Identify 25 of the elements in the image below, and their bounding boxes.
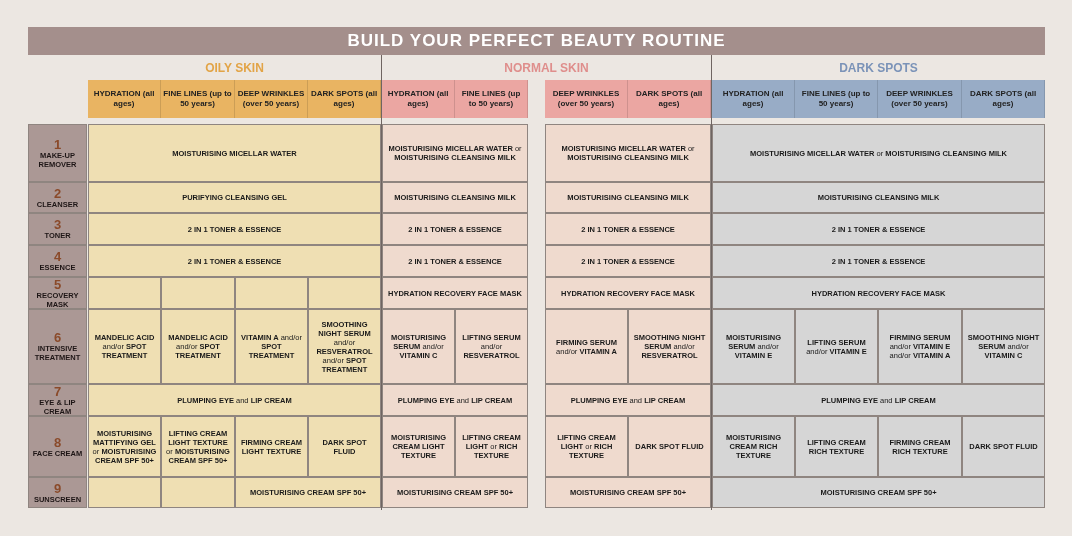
column-header: DARK SPOTS (all ages) — [308, 80, 381, 118]
step-number: 5 — [53, 277, 62, 291]
column-header: DEEP WRINKLES (over 50 years) — [545, 80, 628, 118]
column-header: DEEP WRINKLES (over 50 years) — [878, 80, 962, 118]
group-heading: NORMAL SKIN — [503, 59, 590, 77]
step-number: 3 — [53, 218, 62, 231]
column-header: HYDRATION (all ages) — [382, 80, 455, 118]
column-header: HYDRATION (all ages) — [712, 80, 795, 118]
column-header: DEEP WRINKLES (over 50 years) — [235, 80, 308, 118]
step-number: 7 — [53, 384, 62, 398]
column-header: FINE LINES (up to 50 years) — [161, 80, 235, 118]
column-header: DARK SPOTS (all ages) — [628, 80, 711, 118]
column-header: FINE LINES (up to 50 years) — [795, 80, 878, 118]
group-heading: OILY SKIN — [204, 59, 265, 77]
step-number: 4 — [53, 250, 62, 263]
page-title: BUILD YOUR PERFECT BEAUTY ROUTINE — [28, 27, 1045, 55]
group-heading: DARK SPOTS — [838, 59, 919, 77]
step-number: 1 — [53, 137, 62, 151]
column-header: FINE LINES (up to 50 years) — [455, 80, 528, 118]
column-header: HYDRATION (all ages) — [88, 80, 161, 118]
step-number: 6 — [53, 331, 62, 344]
step-number: 8 — [53, 435, 62, 449]
column-header: DARK SPOTS (all ages) — [962, 80, 1045, 118]
step-number: 9 — [53, 481, 62, 495]
step-number: 2 — [53, 186, 62, 200]
